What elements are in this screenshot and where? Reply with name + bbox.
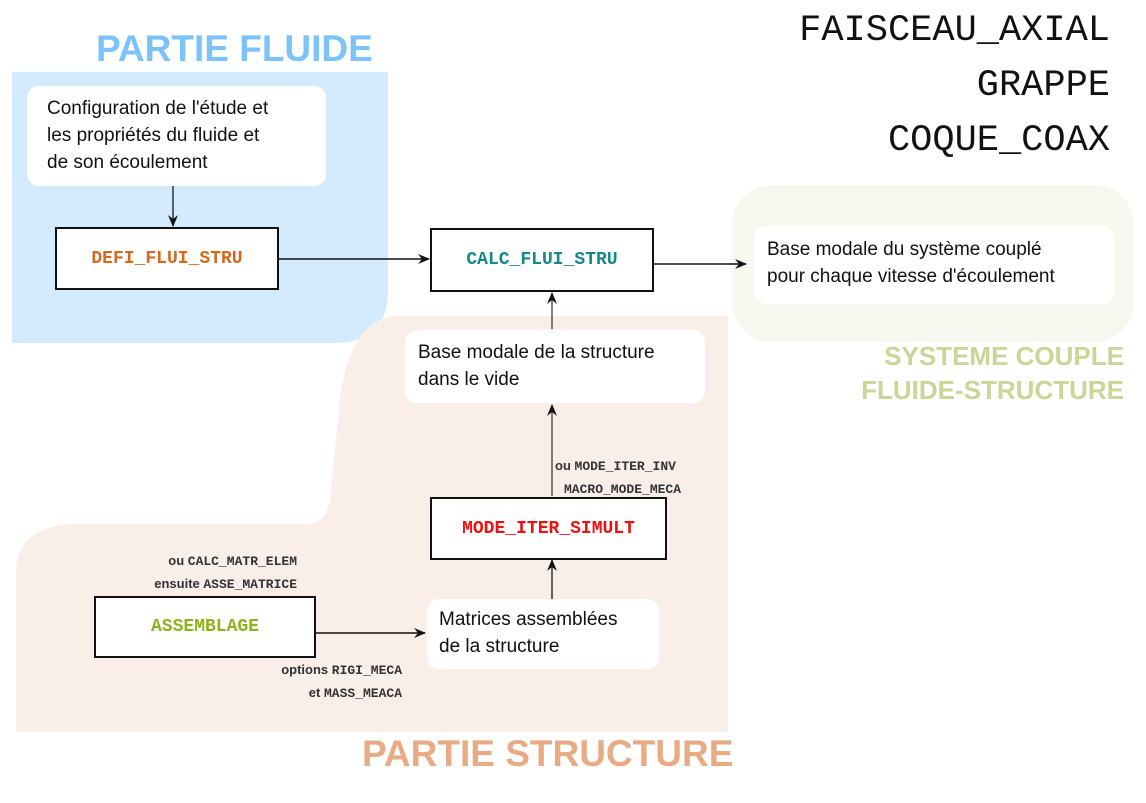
note-line: de son écoulement: [47, 152, 208, 173]
command-label: ASSEMBLAGE: [150, 617, 260, 637]
region-structure-title: PARTIE STRUCTURE: [362, 733, 734, 774]
label-prefix: ou: [168, 553, 185, 568]
label-assemblage-alternatives: ou CALC_MATR_ELEM ensuite ASSE_MATRICE: [154, 550, 297, 596]
command-label: CALC_FLUI_STRU: [466, 250, 618, 270]
label-prefix: ensuite: [154, 576, 200, 591]
label-mode-alternatives: ou MODE_ITER_INV MACRO_MODE_MECA: [555, 455, 681, 501]
label-command: MODE_ITER_INV: [574, 459, 676, 474]
command-defi-flui-stru[interactable]: DEFI_FLUI_STRU: [55, 227, 279, 290]
element-type-list: FAISCEAU_AXIAL GRAPPE COQUE_COAX: [799, 4, 1110, 169]
note-line: de la structure: [439, 636, 560, 657]
command-label: MODE_ITER_SIMULT: [462, 518, 635, 539]
element-type-item: GRAPPE: [976, 65, 1110, 107]
note-line: pour chaque vitesse d'écoulement: [767, 266, 1055, 287]
note-line: Base modale du système couplé: [767, 239, 1042, 260]
note-line: Configuration de l'étude et: [47, 98, 269, 119]
label-command: CALC_MATR_ELEM: [187, 554, 297, 569]
note-line: Matrices assemblées: [439, 609, 618, 630]
label-assemblage-options: options RIGI_MECA et MASS_MEACA: [281, 659, 402, 705]
label-command: MASS_MEACA: [323, 686, 402, 701]
note-configuration: Configuration de l'étude et les propriét…: [27, 86, 326, 186]
systeme-title-line2: FLUIDE-STRUCTURE: [861, 375, 1124, 405]
region-systeme-title: SYSTEME COUPLE FLUIDE-STRUCTURE: [861, 339, 1124, 407]
command-label: DEFI_FLUI_STRU: [91, 248, 243, 269]
note-line: Base modale de la structure: [418, 342, 655, 363]
command-calc-flui-stru[interactable]: CALC_FLUI_STRU: [430, 228, 654, 292]
note-matrices-assemblees: Matrices assemblées de la structure: [427, 599, 659, 669]
note-base-modale-vide: Base modale de la structure dans le vide: [405, 330, 705, 403]
label-command: MACRO_MODE_MECA: [564, 482, 682, 497]
element-type-item: FAISCEAU_AXIAL: [799, 10, 1110, 52]
systeme-title-line1: SYSTEME COUPLE: [884, 341, 1124, 371]
command-mode-iter-simult[interactable]: MODE_ITER_SIMULT: [430, 497, 667, 560]
region-fluide-title: PARTIE FLUIDE: [96, 28, 373, 69]
label-command: ASSE_MATRICE: [203, 577, 297, 592]
label-prefix: ou: [555, 458, 571, 473]
command-assemblage[interactable]: ASSEMBLAGE: [94, 596, 316, 658]
note-line: les propriétés du fluide et: [47, 125, 260, 146]
note-base-modale-couple: Base modale du système couplé pour chaqu…: [754, 226, 1114, 304]
label-prefix: et: [308, 685, 321, 700]
label-command: RIGI_MECA: [331, 663, 402, 678]
note-line: dans le vide: [418, 369, 520, 390]
label-prefix: options: [281, 662, 329, 677]
element-type-item: COQUE_COAX: [887, 120, 1110, 162]
